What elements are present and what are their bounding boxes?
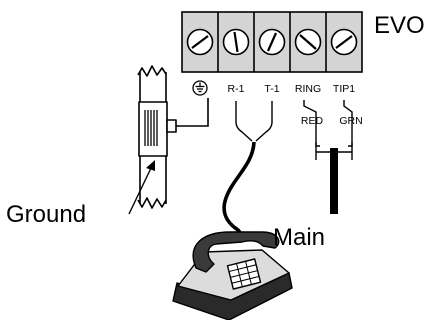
terminal-label-r1: R-1	[228, 83, 245, 95]
ring-tip-wires	[303, 100, 353, 160]
ground-pointer-arrow	[128, 160, 155, 215]
ground-label: Ground	[6, 201, 86, 228]
main-label: Main	[273, 224, 325, 251]
ground-rod	[137, 65, 177, 209]
screw-icon	[294, 28, 322, 56]
main-cable	[330, 148, 338, 214]
screw-icon	[222, 28, 250, 56]
terminal-label-ring: RING	[295, 83, 321, 95]
screw-icon	[186, 28, 214, 56]
terminal-label-t1: T-1	[264, 83, 279, 95]
phone-cord	[222, 101, 273, 238]
screw-icon	[330, 28, 358, 56]
panel-title: EVO	[374, 12, 425, 39]
ground-wire	[176, 98, 209, 127]
wire-color-label-grn: GRN	[339, 115, 362, 127]
terminal-label-tip1: TIP1	[333, 83, 355, 95]
screw-icon	[258, 28, 286, 56]
telephone-icon	[172, 231, 293, 320]
wire-color-label-red: RED	[301, 115, 324, 127]
terminal-block	[181, 11, 363, 73]
ground-symbol-icon	[192, 80, 208, 96]
